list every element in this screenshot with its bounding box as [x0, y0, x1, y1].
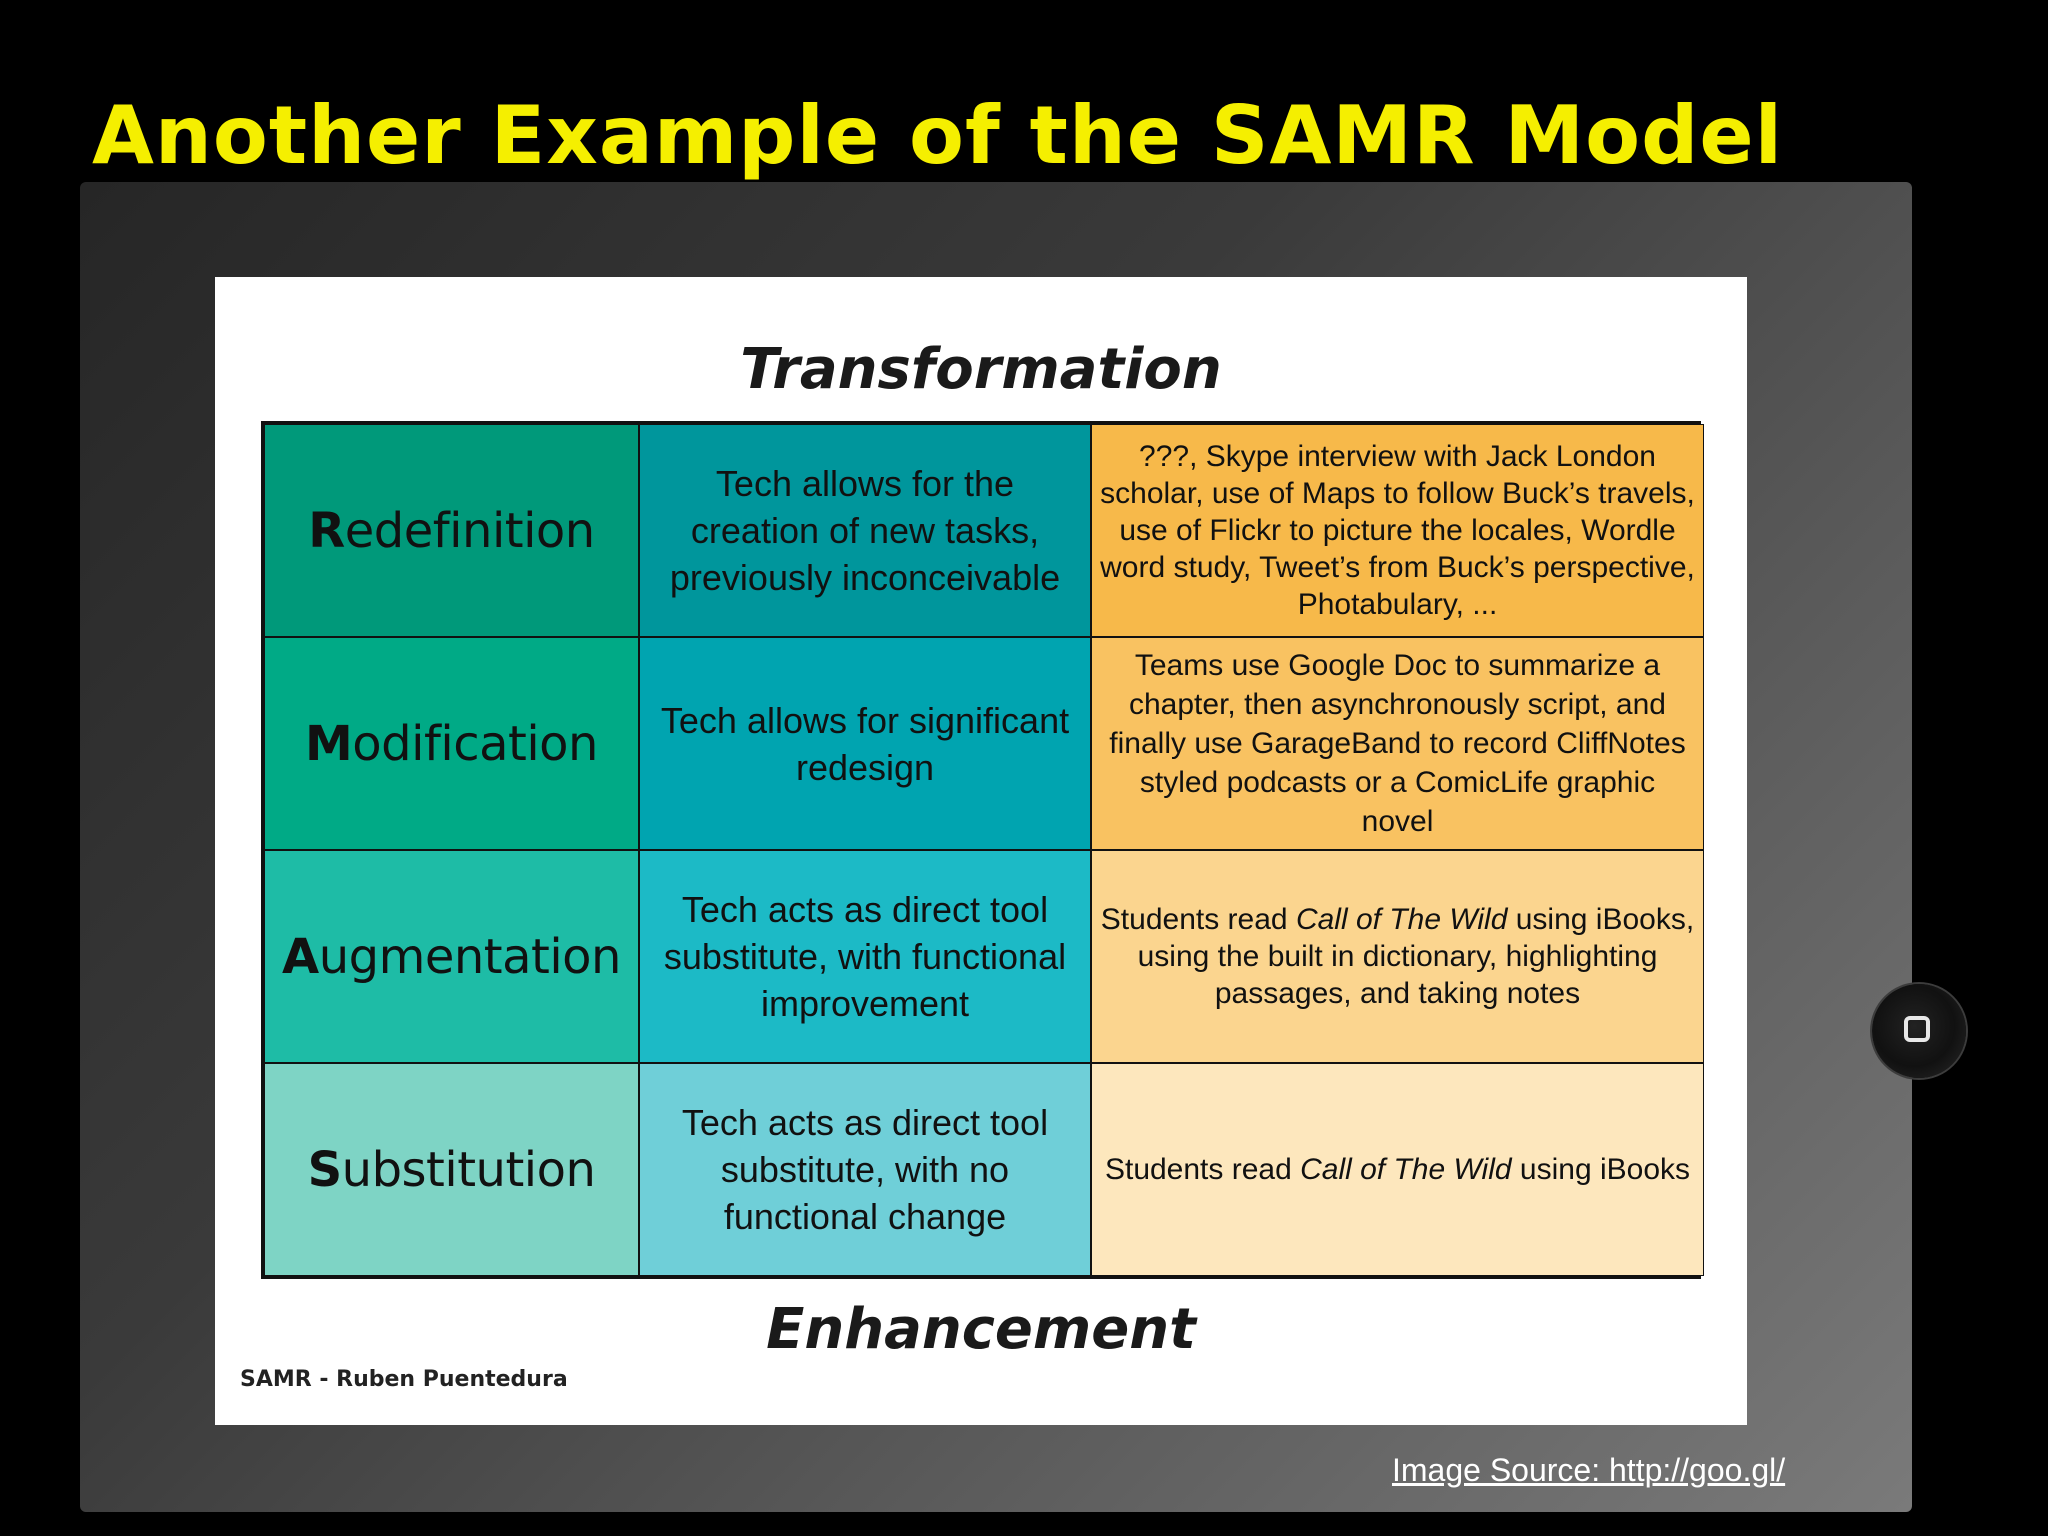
level-rest: ubstitution — [341, 1141, 596, 1198]
level-initial: M — [305, 715, 353, 772]
book-title: Call of The Wild — [1295, 903, 1508, 936]
home-button[interactable] — [1872, 984, 1966, 1078]
tablet-screen: Transformation Redefinition Tech allows … — [215, 277, 1747, 1425]
description-cell-modification: Tech allows for significant redesign — [639, 637, 1091, 850]
example-text: Students read — [1100, 903, 1296, 936]
example-cell-augmentation: Students read Call of The Wild using iBo… — [1091, 850, 1704, 1063]
level-initial: S — [307, 1141, 343, 1198]
example-cell-substitution: Students read Call of The Wild using iBo… — [1091, 1063, 1704, 1276]
slide-title: Another Example of the SAMR Model — [92, 89, 1784, 182]
samr-grid: Redefinition Tech allows for the creatio… — [261, 421, 1704, 1279]
level-rest: odification — [352, 715, 598, 772]
level-cell-substitution: Substitution — [264, 1063, 639, 1276]
description-cell-redefinition: Tech allows for the creation of new task… — [639, 424, 1091, 637]
level-rest: edefinition — [344, 502, 595, 559]
example-text: using iBooks — [1511, 1153, 1691, 1186]
description-cell-substitution: Tech acts as direct tool substitute, wit… — [639, 1063, 1091, 1276]
example-text: Teams use Google Doc to summarize a chap… — [1109, 649, 1686, 838]
level-rest: ugmentation — [318, 928, 622, 985]
description-cell-augmentation: Tech acts as direct tool substitute, wit… — [639, 850, 1091, 1063]
transformation-label: Transformation — [740, 337, 1222, 402]
image-source-link[interactable]: Image Source: http://goo.gl/ — [1392, 1452, 1786, 1488]
level-initial: R — [308, 502, 345, 559]
level-cell-augmentation: Augmentation — [264, 850, 639, 1063]
level-initial: A — [282, 928, 319, 985]
book-title: Call of The Wild — [1300, 1153, 1512, 1186]
enhancement-label: Enhancement — [766, 1297, 1196, 1362]
credit-label: SAMR - Ruben Puentedura — [240, 1367, 568, 1392]
level-cell-modification: Modification — [264, 637, 639, 850]
square-icon — [1904, 1016, 1930, 1042]
example-cell-redefinition: ???, Skype interview with Jack London sc… — [1091, 424, 1704, 637]
example-text: using iBooks, using the built in diction… — [1137, 903, 1695, 1010]
example-text: ???, Skype interview with Jack London sc… — [1100, 440, 1695, 621]
example-cell-modification: Teams use Google Doc to summarize a chap… — [1091, 637, 1704, 850]
example-text: Students read — [1104, 1153, 1301, 1186]
level-cell-redefinition: Redefinition — [264, 424, 639, 637]
